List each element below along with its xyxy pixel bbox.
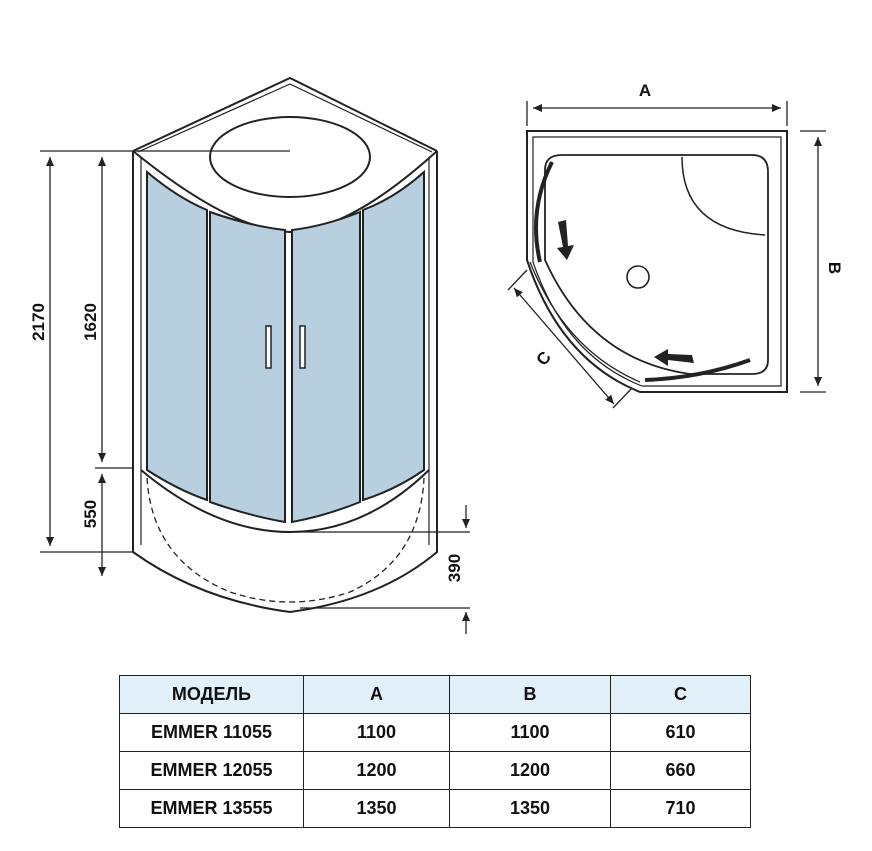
right-sliding-door (644, 358, 751, 382)
cell-c: 660 (610, 751, 751, 790)
cell-model: EMMER 12055 (119, 751, 304, 790)
tray-inner-rim (532, 136, 782, 387)
cell-c: 710 (610, 789, 751, 828)
cell-b: 1100 (449, 713, 611, 752)
roof-front-curve (132, 150, 438, 234)
total-height-label: 2170 (29, 303, 48, 341)
right-door-handle (299, 325, 306, 369)
cell-a: 1350 (303, 789, 450, 828)
tray-outline (526, 130, 788, 393)
glass-panel-right (362, 169, 425, 502)
left-sliding-door (534, 161, 554, 263)
left-door-handle (265, 325, 272, 369)
top-dimensions (507, 101, 826, 409)
drain-icon (626, 265, 650, 289)
door-right (291, 210, 361, 524)
front-dimensions (40, 150, 470, 634)
side-a-label: A (639, 81, 651, 100)
side-c-label: C (533, 348, 555, 370)
c-dim-line (513, 287, 615, 405)
side-b-label: B (825, 262, 844, 274)
table-row: EMMER 13555 1350 1350 710 (119, 789, 751, 828)
table-row: EMMER 12055 1200 1200 660 (119, 751, 751, 790)
glass-panel-left (146, 169, 208, 502)
header-b: B (449, 675, 611, 714)
c-extension-left (507, 269, 528, 291)
cell-a: 1100 (303, 713, 450, 752)
roof-inner-outline (137, 83, 433, 153)
cell-a: 1200 (303, 751, 450, 790)
tray-height-label: 550 (81, 500, 100, 528)
shower-cabin-diagram: 2170 1620 550 390 A B C (29, 76, 844, 634)
top-view (526, 130, 788, 393)
corner-seat (681, 156, 766, 236)
header-model: МОДЕЛЬ (119, 675, 304, 714)
left-post (132, 151, 291, 613)
table-header-row: МОДЕЛЬ A B C (119, 675, 751, 714)
basin-outline (544, 154, 769, 375)
model-dimensions-table: МОДЕЛЬ A B C EMMER 11055 1100 1100 610 E… (119, 675, 751, 828)
cell-b: 1350 (449, 789, 611, 828)
tray-depth-label: 390 (445, 554, 464, 582)
table-row: EMMER 11055 1100 1100 610 (119, 713, 751, 752)
cell-b: 1200 (449, 751, 611, 790)
roof-outline (132, 76, 438, 152)
overhead-shower (209, 116, 371, 198)
cell-model: EMMER 13555 (119, 789, 304, 828)
tray-hidden-outline (146, 477, 425, 603)
cell-model: EMMER 11055 (119, 713, 304, 752)
header-c: C (610, 675, 751, 714)
cell-c: 610 (610, 713, 751, 752)
left-door-arrow-icon (557, 220, 574, 260)
door-height-label: 1620 (81, 303, 100, 341)
c-extension-right (612, 387, 633, 409)
right-door-arrow-icon (654, 349, 694, 366)
header-a: A (303, 675, 450, 714)
door-direction-arrows (557, 220, 694, 366)
door-left (209, 210, 286, 524)
